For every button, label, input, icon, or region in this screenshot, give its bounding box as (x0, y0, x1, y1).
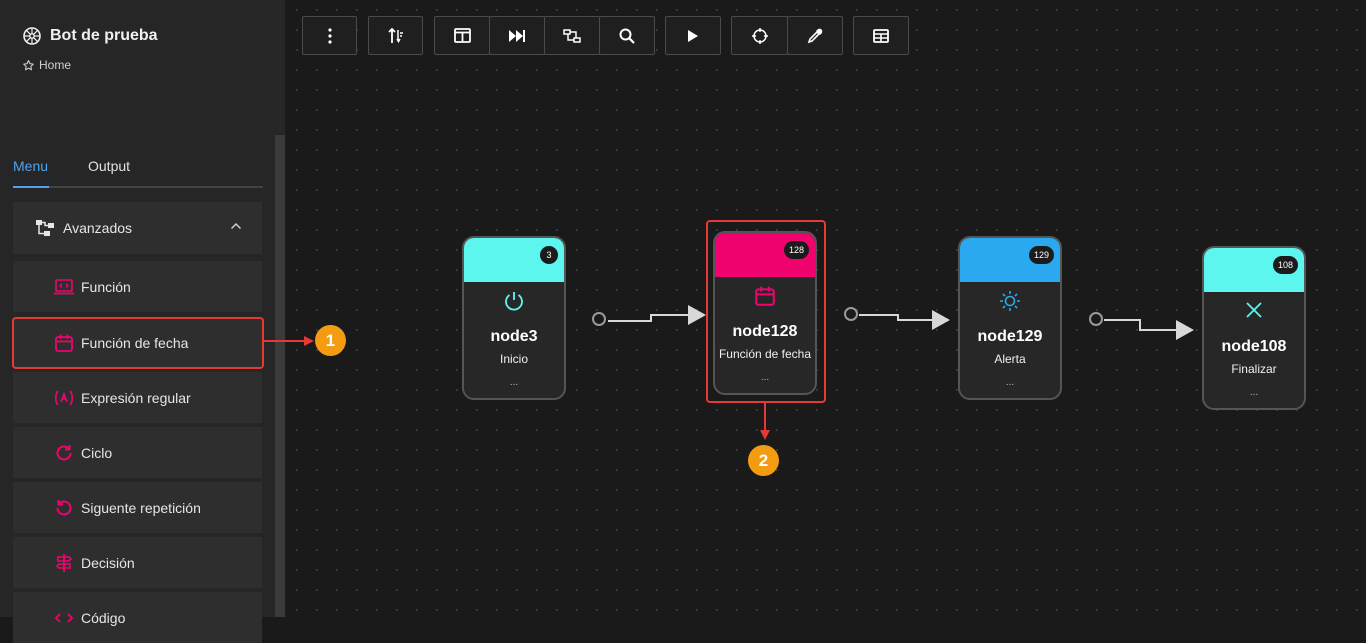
menu-item-label: Ciclo (81, 444, 113, 461)
menu-item-label: Función (81, 278, 131, 295)
calendar-icon (53, 332, 75, 354)
close-icon (1204, 300, 1304, 320)
chevron-up-icon[interactable] (230, 222, 242, 230)
callout-arrow-1 (304, 336, 314, 346)
node-card-node108[interactable]: 108 node108 Finalizar ... (1202, 246, 1306, 410)
play-icon (687, 29, 699, 43)
menu-group-avanzados[interactable]: Avanzados (13, 202, 262, 254)
sidebar-tabs: Menu Output (13, 158, 263, 188)
node-dots: ... (760, 372, 770, 383)
highlight-node (706, 220, 826, 403)
breadcrumb-label: Home (39, 58, 72, 72)
menu-item-expresion-regular[interactable]: Expresión regular (13, 372, 262, 423)
callout-badge-1: 1 (315, 325, 346, 356)
node-subtitle: Alerta (994, 352, 1026, 366)
node-card-node129[interactable]: 129 node129 Alerta ... (958, 236, 1062, 400)
nodes-icon (35, 219, 55, 237)
search-icon (619, 28, 635, 44)
flow-icon (563, 28, 581, 44)
sidebar-scrollbar[interactable] (275, 135, 285, 617)
edge-arrow-3 (1176, 320, 1194, 340)
flow-button[interactable] (544, 16, 600, 55)
laptop-icon (53, 276, 75, 298)
edge-node129-node108 (1104, 319, 1178, 331)
regex-icon (53, 387, 75, 409)
output-port-node129[interactable] (1089, 312, 1103, 326)
sun-icon (960, 290, 1060, 312)
node-subtitle: Finalizar (1231, 362, 1277, 376)
callout-arrow-2 (760, 430, 770, 440)
edge-arrow-2 (932, 310, 950, 330)
menu-item-funcion-de-fecha[interactable]: Función de fecha (13, 317, 262, 368)
eyedropper-icon (807, 28, 823, 44)
node-dots: ... (1005, 377, 1015, 388)
breadcrumb-home[interactable]: Home (22, 58, 71, 72)
menu-item-label: Decisión (81, 554, 135, 571)
eyedropper-button[interactable] (787, 16, 843, 55)
brand: Bot de prueba (22, 26, 158, 46)
edge-node128-node129 (859, 314, 934, 321)
menu-item-decision[interactable]: Decisión (13, 537, 262, 588)
table-button[interactable] (853, 16, 909, 55)
node-card-node128[interactable]: 128 node128 Función de fecha ... (713, 231, 817, 395)
node-dots: ... (1249, 387, 1259, 398)
node-id-badge: 128 (783, 241, 809, 259)
more-options-button[interactable] (302, 16, 357, 55)
node-title: node3 (490, 328, 538, 345)
star-icon (22, 59, 35, 72)
more-vertical-icon (327, 27, 332, 44)
output-port-node128[interactable] (844, 307, 858, 321)
crosshair-button[interactable] (731, 16, 788, 55)
menu-item-label: Función de fecha (81, 334, 189, 351)
node-title: node128 (732, 323, 798, 340)
node-id-badge: 3 (540, 246, 558, 264)
menu-item-label: Expresión regular (81, 389, 191, 406)
play-button[interactable] (665, 16, 721, 55)
output-port-node3[interactable] (592, 312, 606, 326)
tab-active-indicator (13, 186, 49, 188)
callout-badge-2: 2 (748, 445, 779, 476)
power-icon (464, 290, 564, 312)
node-dots: ... (509, 377, 519, 388)
refresh-icon (53, 442, 75, 464)
edge-arrow-1 (688, 305, 706, 325)
undo-icon (53, 497, 75, 519)
skip-forward-icon (508, 29, 526, 43)
calendar-icon (715, 285, 815, 307)
node-id-badge: 129 (1028, 246, 1054, 264)
menu-item-ciclo[interactable]: Ciclo (13, 427, 262, 478)
crosshair-icon (751, 27, 768, 44)
table-icon (873, 28, 889, 43)
signpost-icon (53, 552, 75, 574)
menu-item-funcion[interactable]: Función (13, 261, 262, 312)
node-subtitle: Función de fecha (718, 347, 812, 361)
app-title: Bot de prueba (50, 27, 158, 44)
highlight-menu-item (12, 317, 264, 369)
menu-item-label: Siguente repetición (81, 499, 201, 516)
search-button[interactable] (599, 16, 655, 55)
sort-icon (387, 27, 404, 45)
layout-icon (453, 28, 471, 43)
connectors-layer (264, 305, 1194, 440)
tab-output[interactable]: Output (88, 158, 131, 174)
node-subtitle: Inicio (499, 352, 528, 366)
sort-button[interactable] (368, 16, 423, 55)
bot-logo-icon (22, 26, 42, 46)
edge-node3-node128 (608, 314, 690, 322)
node-id-badge: 108 (1272, 256, 1298, 274)
node-title: node108 (1221, 338, 1287, 355)
tab-menu[interactable]: Menu (13, 158, 49, 174)
menu-item-siguente-repeticion[interactable]: Siguente repetición (13, 482, 262, 533)
node-card-node3[interactable]: 3 node3 Inicio ... (462, 236, 566, 400)
node-title: node129 (977, 328, 1043, 345)
menu-group-label: Avanzados (63, 220, 133, 236)
